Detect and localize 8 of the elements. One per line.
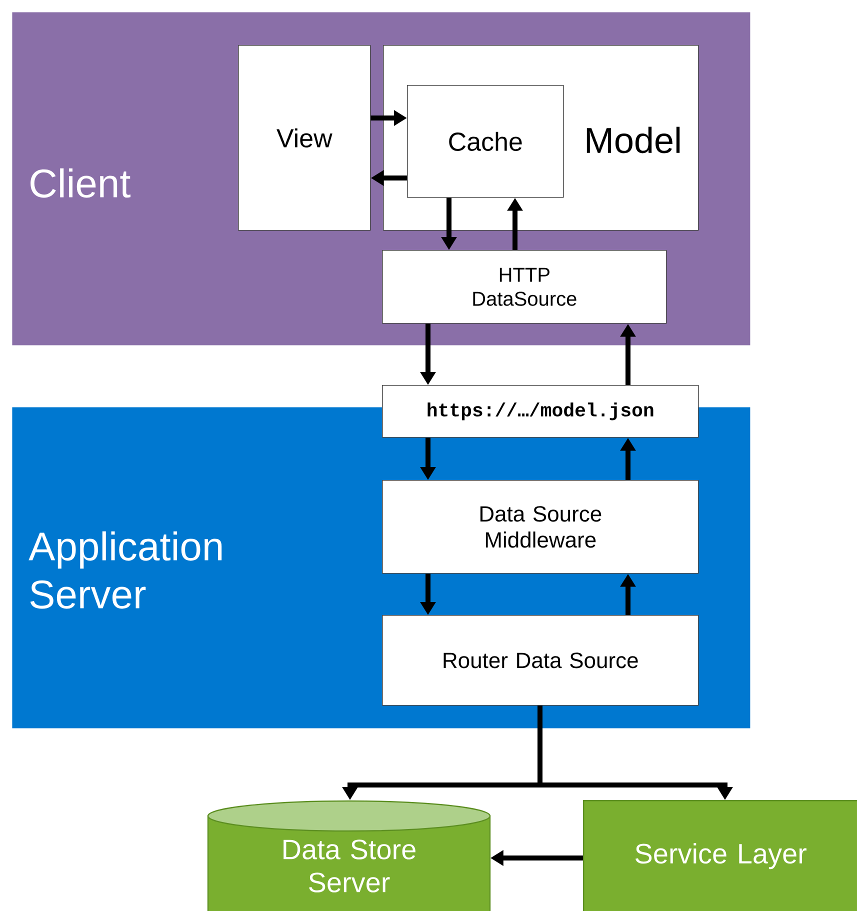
url-box: https://…/model.json: [382, 385, 699, 438]
datasource-box: HTTP DataSource: [382, 250, 667, 324]
service-box: Service Layer: [583, 800, 857, 911]
middleware-box: Data Source Middleware: [382, 480, 699, 574]
view-box: View: [238, 45, 371, 231]
database-cylinder: Data Store Server: [207, 800, 491, 911]
router-box: Router Data Source: [382, 615, 699, 706]
cache-box: Cache: [407, 85, 564, 198]
